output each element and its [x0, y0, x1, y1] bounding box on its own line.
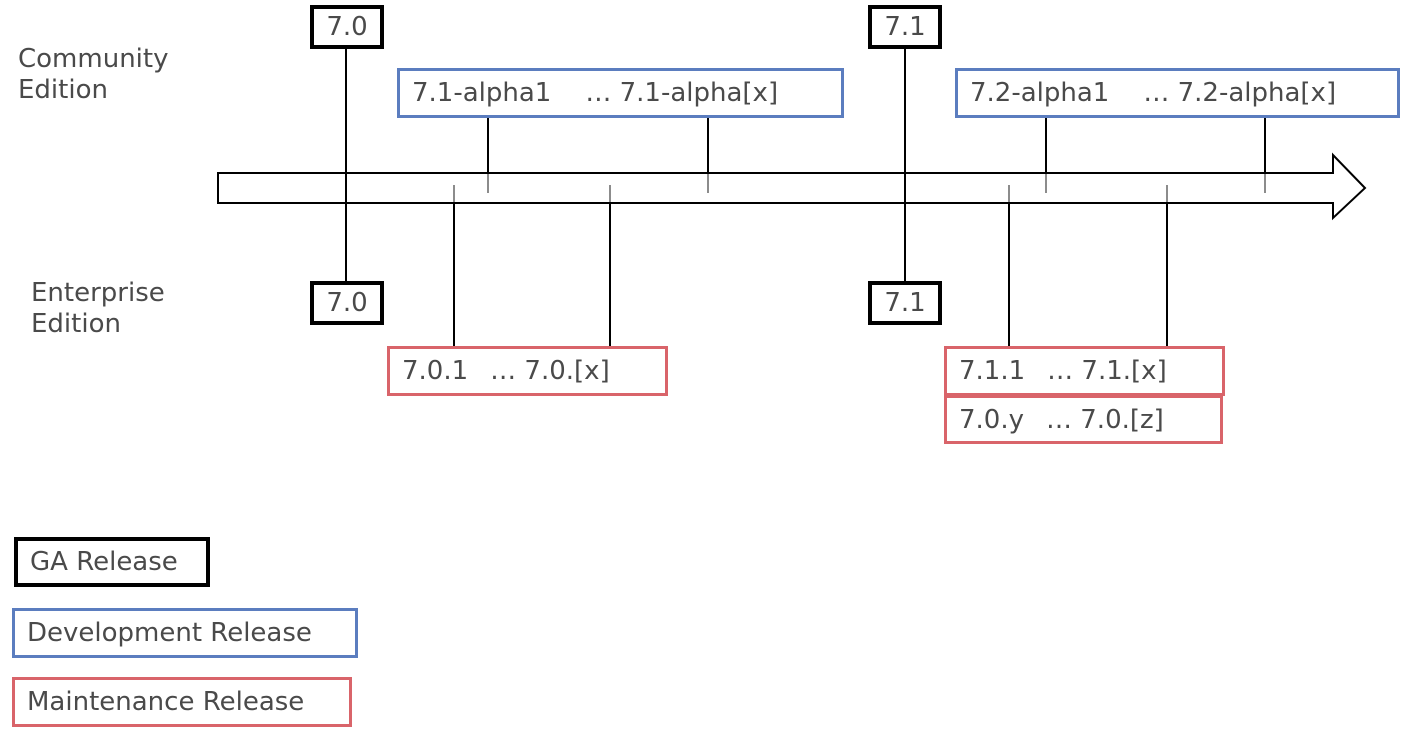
legend-development-release: Development Release: [12, 608, 358, 658]
maint-release-end: … 7.1.[x]: [1047, 356, 1167, 386]
ga-release-label: 7.1: [884, 12, 926, 42]
legend-dev-label: Development Release: [27, 618, 312, 648]
enterprise-label-line2: Edition: [31, 309, 121, 339]
enterprise-label-line1: Enterprise: [31, 278, 165, 308]
maint-release-70y: 7.0.y … 7.0.[z]: [944, 395, 1223, 444]
legend-ga-release: GA Release: [14, 537, 210, 587]
maint-release-70: 7.0.1 … 7.0.[x]: [387, 346, 668, 396]
dev-release-71: 7.1-alpha1 … 7.1-alpha[x]: [397, 68, 844, 118]
dev-release-start: 7.2-alpha1: [970, 78, 1110, 108]
maint-release-start: 7.1.1: [959, 356, 1026, 386]
maint-release-end: … 7.0.[z]: [1046, 404, 1164, 435]
enterprise-edition-label: Enterprise Edition: [31, 278, 165, 340]
maint-release-end: … 7.0.[x]: [490, 356, 610, 386]
maint-release-start: 7.0.y: [959, 404, 1024, 435]
ga-release-community-71: 7.1: [868, 5, 942, 49]
community-label-line2: Edition: [18, 75, 108, 105]
ga-release-enterprise-70: 7.0: [310, 281, 384, 325]
dev-release-end: … 7.1-alpha[x]: [585, 78, 779, 108]
dev-release-72: 7.2-alpha1 … 7.2-alpha[x]: [955, 68, 1400, 118]
maint-release-71: 7.1.1 … 7.1.[x]: [944, 346, 1225, 396]
maint-release-start: 7.0.1: [402, 356, 469, 386]
community-label-line1: Community: [18, 44, 169, 74]
dev-release-start: 7.1-alpha1: [412, 78, 552, 108]
ga-release-enterprise-71: 7.1: [868, 281, 942, 325]
legend-ga-label: GA Release: [30, 547, 178, 577]
dev-release-end: … 7.2-alpha[x]: [1143, 78, 1337, 108]
ga-release-label: 7.0: [326, 12, 368, 42]
community-edition-label: Community Edition: [18, 44, 168, 106]
ga-release-community-70: 7.0: [310, 5, 384, 49]
ga-release-label: 7.1: [884, 288, 926, 318]
timeline-arrow: [217, 152, 1367, 221]
legend-maintenance-release: Maintenance Release: [12, 677, 352, 727]
legend-maint-label: Maintenance Release: [27, 687, 305, 717]
ga-release-label: 7.0: [326, 288, 368, 318]
